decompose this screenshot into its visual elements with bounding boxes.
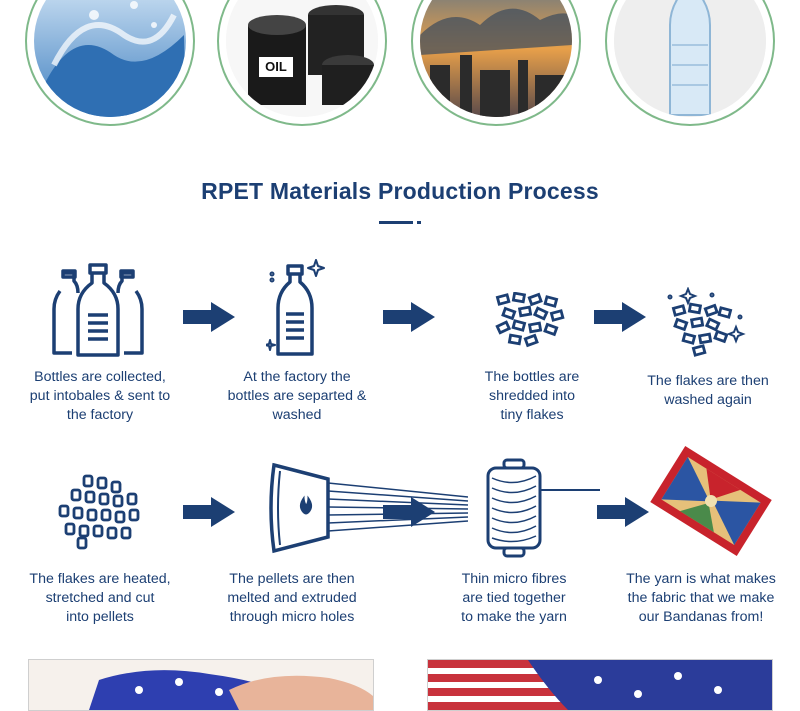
title-underline xyxy=(379,221,413,224)
clean-bottle-icon xyxy=(266,258,328,358)
arrow-right-icon xyxy=(594,302,646,332)
title-underline-dot xyxy=(417,221,421,224)
extruder-icon xyxy=(268,461,468,555)
bandana-hand-photo xyxy=(28,659,374,711)
step-caption-1: Bottles are collected,put intobales & se… xyxy=(29,369,171,423)
flakes-icon xyxy=(494,292,566,348)
page-title: RPET Materials Production Process xyxy=(201,178,599,204)
oil-label: OIL xyxy=(265,59,287,74)
yarn-thread xyxy=(540,489,600,491)
factory-pollution-image xyxy=(411,0,581,126)
water-splash-image xyxy=(25,0,195,126)
pellets-icon xyxy=(58,474,146,550)
oil-barrels-image: OIL xyxy=(217,0,387,126)
washed-flakes-icon xyxy=(664,287,748,357)
arrow-right-icon xyxy=(183,497,235,527)
bandana-fabric-image xyxy=(650,442,772,560)
bandana-flag-photo xyxy=(427,659,773,711)
arrow-right-icon xyxy=(183,302,235,332)
arrow-right-icon xyxy=(383,302,435,332)
arrow-right-icon xyxy=(383,497,435,527)
arrow-right-icon xyxy=(597,497,649,527)
yarn-spool-icon xyxy=(484,458,544,558)
bottles-icon xyxy=(52,263,144,358)
plastic-bottle-image xyxy=(605,0,775,126)
